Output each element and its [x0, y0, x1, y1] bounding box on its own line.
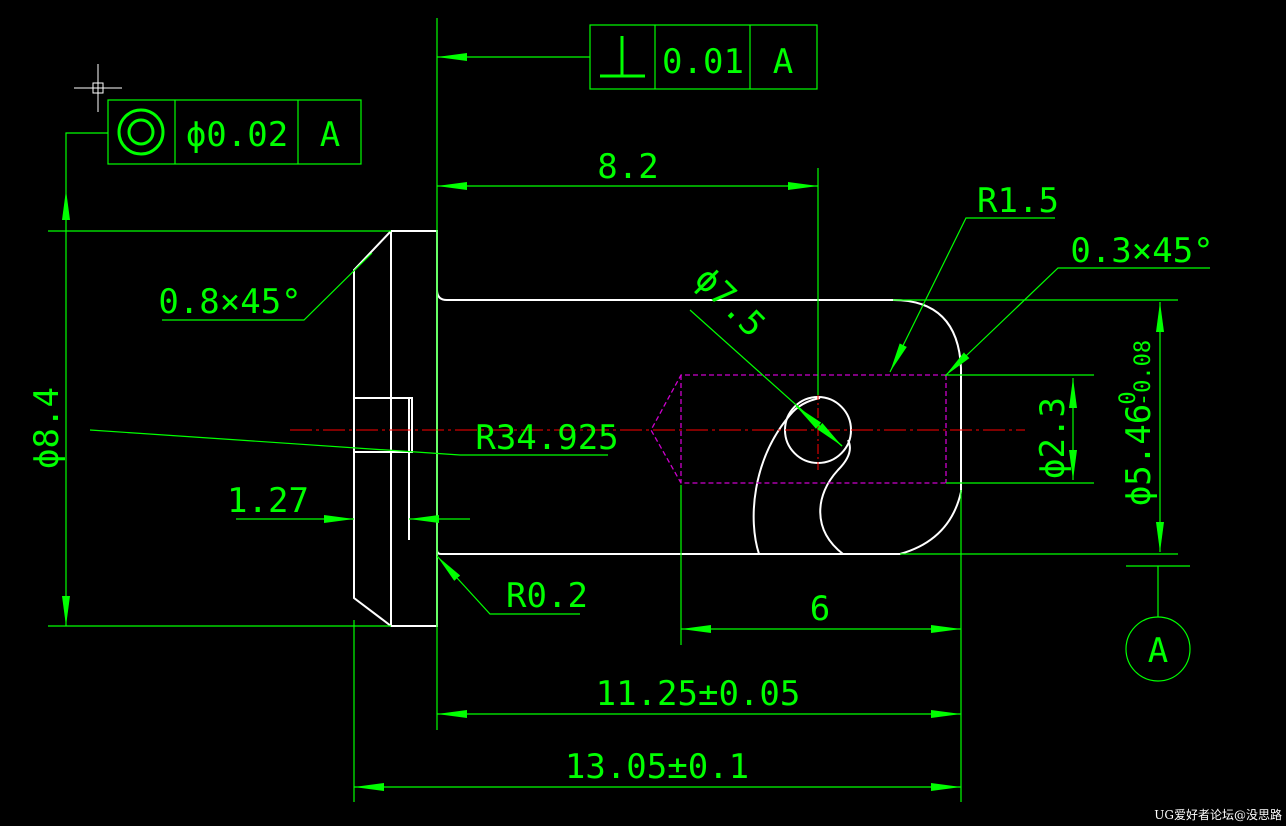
perpendicularity-datum: A — [773, 42, 793, 82]
datum-a-label: A — [1148, 631, 1168, 671]
dim-6: 6 — [810, 589, 830, 629]
watermark: UG爱好者论坛@没思路 — [1154, 808, 1282, 822]
dim-chamfer-left: 0.8×45° — [158, 282, 301, 322]
concentricity-tolerance: ϕ0.02 — [186, 115, 288, 155]
center-relief — [354, 397, 413, 453]
concentricity-datum: A — [320, 115, 340, 155]
head-outline — [353, 230, 438, 627]
perpendicularity-frame — [589, 24, 818, 90]
dim-dia-8-4: ϕ8.4 — [27, 387, 67, 469]
hidden-hole — [650, 374, 947, 484]
concentricity-frame — [107, 99, 362, 165]
perpendicularity-symbol — [600, 36, 645, 78]
dim-tol-lower: -0.08 — [1131, 340, 1156, 406]
dim-tol-upper: 0 — [1116, 391, 1141, 404]
dimension-lines — [48, 18, 1210, 802]
dim-dia-2-3: ϕ2.3 — [1033, 397, 1073, 479]
crosshair-cursor-icon — [74, 64, 122, 112]
dim-r0-2: R0.2 — [506, 576, 588, 616]
concentricity-symbol — [117, 108, 165, 156]
shaft-end-corner — [436, 491, 962, 555]
dim-dia-7-5: ϕ7.5 — [687, 259, 773, 345]
cam-curve-inner — [819, 439, 851, 555]
cam-curve — [752, 397, 821, 555]
perpendicularity-tolerance: 0.01 — [662, 42, 744, 82]
dim-dia-5-46: ϕ5.46 — [1119, 404, 1159, 506]
dim-1-27: 1.27 — [227, 481, 309, 521]
dim-r34-925: R34.925 — [475, 418, 618, 458]
dim-11-25: 11.25±0.05 — [596, 674, 801, 714]
shaft-top-edge — [436, 289, 962, 492]
part-outline — [353, 230, 962, 627]
dim-13-05: 13.05±0.1 — [565, 747, 749, 787]
dim-r1-5: R1.5 — [977, 181, 1059, 221]
dim-8-2: 8.2 — [597, 147, 658, 187]
dim-chamfer-right: 0.3×45° — [1070, 231, 1213, 271]
